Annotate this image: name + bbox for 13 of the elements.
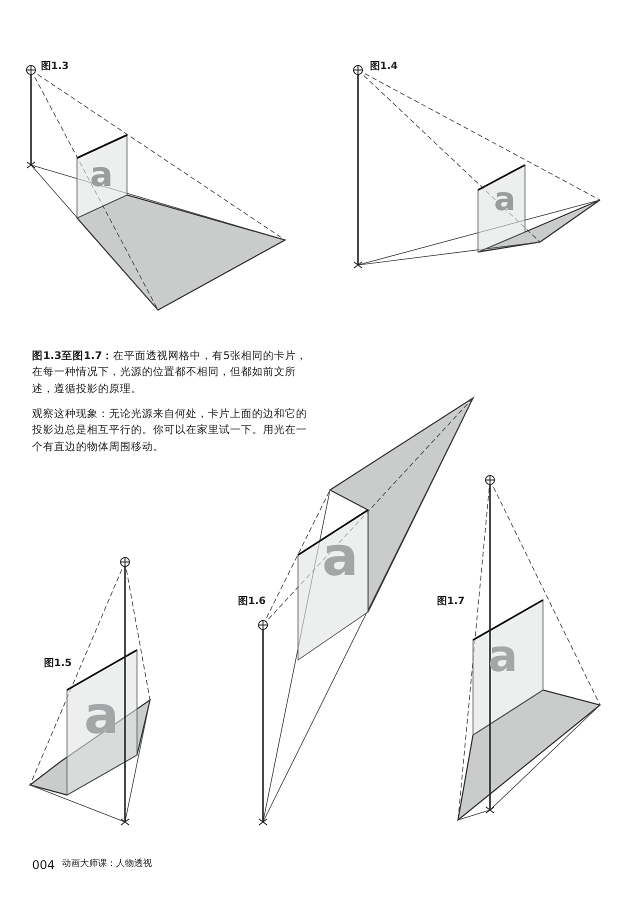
body-paragraph: 观察这种现象：无论光源来自何处，卡片上面的边和它的投影边总是相互平行的。你可以在家里试一下。用光在一个有直边的物体周围移动。 <box>32 407 308 455</box>
figure-label: 图1.4 <box>370 60 398 74</box>
page-number: 004 <box>32 857 55 874</box>
card-letter: a <box>494 183 516 215</box>
figure-label: 图1.6 <box>238 595 266 609</box>
figure-label: 图1.3 <box>41 60 69 74</box>
caption-paragraph: 图1.3至图1.7：在平面透视网格中，有5张相同的卡片，在每一种情况下，光源的位置都不相同，但都如前文所述，遵循投影的原理。 <box>32 349 308 397</box>
figure-label: 图1.7 <box>437 595 465 609</box>
card-letter: a <box>90 158 113 192</box>
running-header: 动画大师课：人物透视 <box>62 858 152 871</box>
card-letter: a <box>84 690 120 742</box>
figure-label: 图1.5 <box>44 657 72 671</box>
card-letter: a <box>322 530 358 584</box>
